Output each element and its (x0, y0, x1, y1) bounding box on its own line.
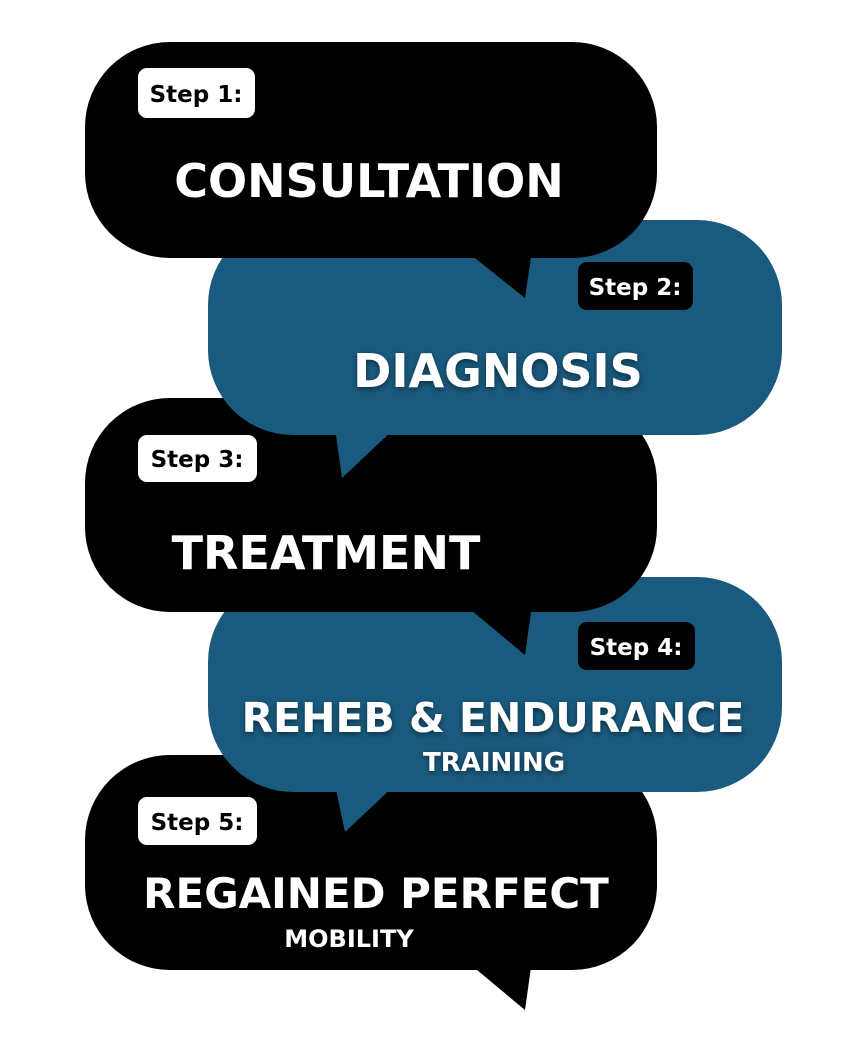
step-title: REGAINED PERFECT (143, 869, 609, 918)
step-label: Step 1: (150, 82, 243, 108)
step-badge (138, 797, 257, 845)
step-label: Step 5: (151, 810, 244, 836)
step-title: REHEB & ENDURANCE (242, 694, 745, 742)
step-5-bubble: Step 5: REGAINED PERFECT MOBILITY (85, 755, 657, 1010)
step-2-bubble: Step 2: DIAGNOSIS (208, 220, 782, 478)
step-label: Step 4: (590, 635, 683, 661)
step-3-bubble: Step 3: TREATMENT (85, 398, 657, 655)
bubble-tail (335, 785, 395, 832)
step-title: DIAGNOSIS (353, 344, 643, 398)
step-1-bubble: Step 1: CONSULTATION (85, 42, 657, 298)
step-title: TREATMENT (172, 526, 481, 580)
step-subtitle: MOBILITY (284, 925, 414, 953)
bubble-tail (465, 960, 532, 1010)
step-badge (138, 435, 257, 482)
step-subtitle: TRAINING (423, 748, 565, 778)
step-badge (138, 68, 255, 118)
step-label: Step 2: (589, 275, 682, 301)
step-badge (578, 262, 693, 310)
bubble-tail (465, 250, 532, 298)
bubble-tail (465, 605, 532, 655)
step-title: CONSULTATION (174, 154, 563, 208)
step-4-bubble: Step 4: REHEB & ENDURANCE TRAINING (208, 577, 782, 832)
step-label: Step 3: (151, 447, 244, 473)
step-badge (578, 622, 695, 670)
bubble-tail (335, 428, 395, 478)
